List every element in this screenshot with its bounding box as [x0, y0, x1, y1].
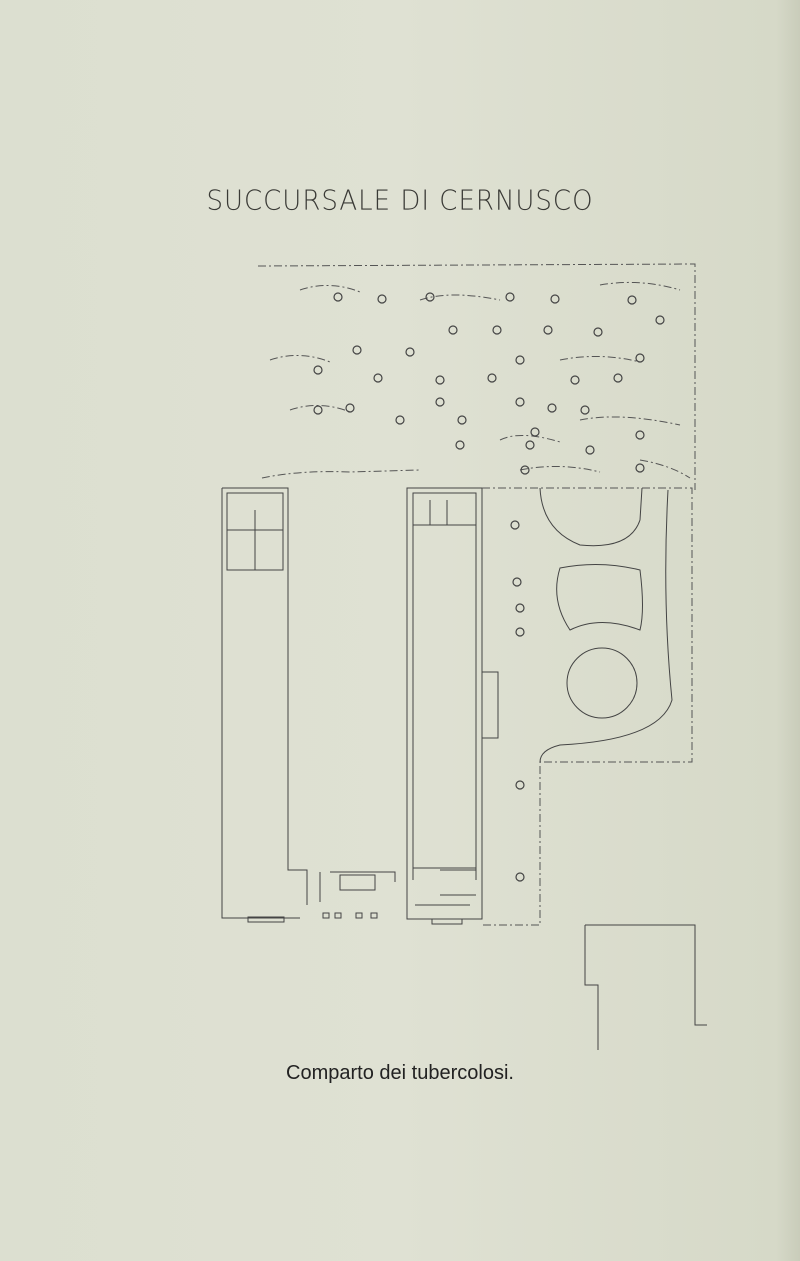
tree-icon: [425, 292, 435, 302]
plan-title: SUCCURSALE DI CERNUSCO: [206, 185, 594, 217]
tree-icon: [525, 440, 535, 450]
tree-icon: [515, 780, 525, 790]
tree-icon: [345, 403, 355, 413]
trees: [313, 292, 665, 882]
garden-area-top: [257, 263, 696, 490]
tree-icon: [635, 353, 645, 363]
tree-icon: [487, 373, 497, 383]
tree-icon: [635, 463, 645, 473]
tree-icon: [505, 292, 515, 302]
building-left: [221, 487, 308, 923]
tree-icon: [510, 520, 520, 530]
tree-icon: [627, 295, 637, 305]
tree-icon: [377, 294, 387, 304]
tree-icon: [530, 427, 540, 437]
tree-icon: [373, 373, 383, 383]
tree-icon: [613, 373, 623, 383]
garden-area-right: [482, 487, 693, 926]
tree-icon: [435, 375, 445, 385]
tree-icon: [352, 345, 362, 355]
tree-icon: [333, 292, 343, 302]
plan-caption: Comparto dei tubercolosi.: [286, 1062, 514, 1084]
tree-icon: [313, 405, 323, 415]
tree-icon: [515, 872, 525, 882]
tree-icon: [435, 397, 445, 407]
tree-icon: [515, 355, 525, 365]
tree-icon: [655, 315, 665, 325]
tree-icon: [515, 627, 525, 637]
tree-icon: [457, 415, 467, 425]
tree-icon: [515, 603, 525, 613]
tree-icon: [635, 430, 645, 440]
tree-icon: [580, 405, 590, 415]
tree-icon: [585, 445, 595, 455]
tree-icon: [313, 365, 323, 375]
tree-icon: [543, 325, 553, 335]
building-middle: [406, 487, 499, 925]
tree-icon: [515, 397, 525, 407]
tree-icon: [550, 294, 560, 304]
connector-wing: [319, 871, 396, 919]
annex-outline: [584, 924, 707, 1050]
tree-icon: [395, 415, 405, 425]
tree-icon: [520, 465, 530, 475]
tree-icon: [570, 375, 580, 385]
tree-icon: [455, 440, 465, 450]
tree-icon: [492, 325, 502, 335]
tree-icon: [405, 347, 415, 357]
tree-icon: [547, 403, 557, 413]
tree-icon: [448, 325, 458, 335]
tree-icon: [593, 327, 603, 337]
tree-icon: [512, 577, 522, 587]
